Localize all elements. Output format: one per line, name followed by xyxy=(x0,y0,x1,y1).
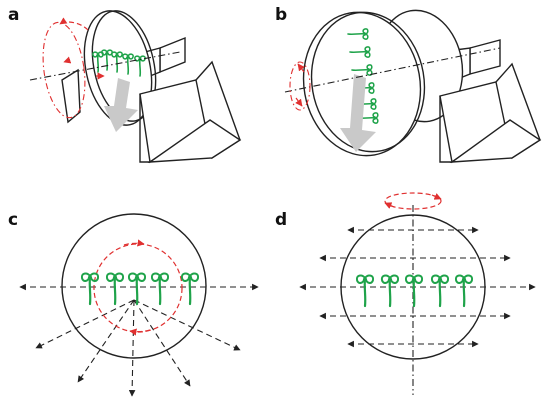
clinostat-disk-face xyxy=(340,214,486,360)
panel-d: d xyxy=(275,192,536,395)
clinostat-support-left-icon xyxy=(61,68,81,124)
rotation-arrow-icon xyxy=(384,192,442,210)
plant-seedling-icon xyxy=(430,274,450,308)
plant-seedling-icon xyxy=(105,272,125,306)
panel-a: a xyxy=(8,5,242,164)
rotation-arrow-icon xyxy=(289,61,311,111)
plant-seedling-icon xyxy=(150,272,170,306)
panel-label-d: d xyxy=(275,210,287,230)
panel-b: b xyxy=(275,5,542,164)
panel-c: c xyxy=(8,210,259,397)
plant-seedling-icon xyxy=(404,274,424,308)
plant-row-d xyxy=(355,274,474,308)
clinostat-support-right-icon xyxy=(439,62,542,164)
rotation-arrow-icon xyxy=(42,17,105,119)
rotation-axis xyxy=(29,51,181,81)
gravity-arrow-icon xyxy=(104,78,138,132)
plant-seedling-icon xyxy=(380,274,400,308)
panel-label-c: c xyxy=(8,210,18,230)
radial-arrows xyxy=(19,283,259,397)
panel-label-b: b xyxy=(275,5,287,25)
plant-seedling-icon xyxy=(454,274,474,308)
plant-seedling-icon xyxy=(180,272,200,306)
plant-seedling-icon xyxy=(355,274,375,308)
rotation-arrow-icon xyxy=(93,239,183,336)
gravity-arrow-icon xyxy=(340,74,376,152)
clinostat-support-right-icon xyxy=(139,60,242,164)
clinostat-disk-face xyxy=(61,213,207,359)
parallel-arrows xyxy=(299,226,536,348)
plant-seedling-icon xyxy=(127,272,147,306)
panel-label-a: a xyxy=(8,5,19,25)
